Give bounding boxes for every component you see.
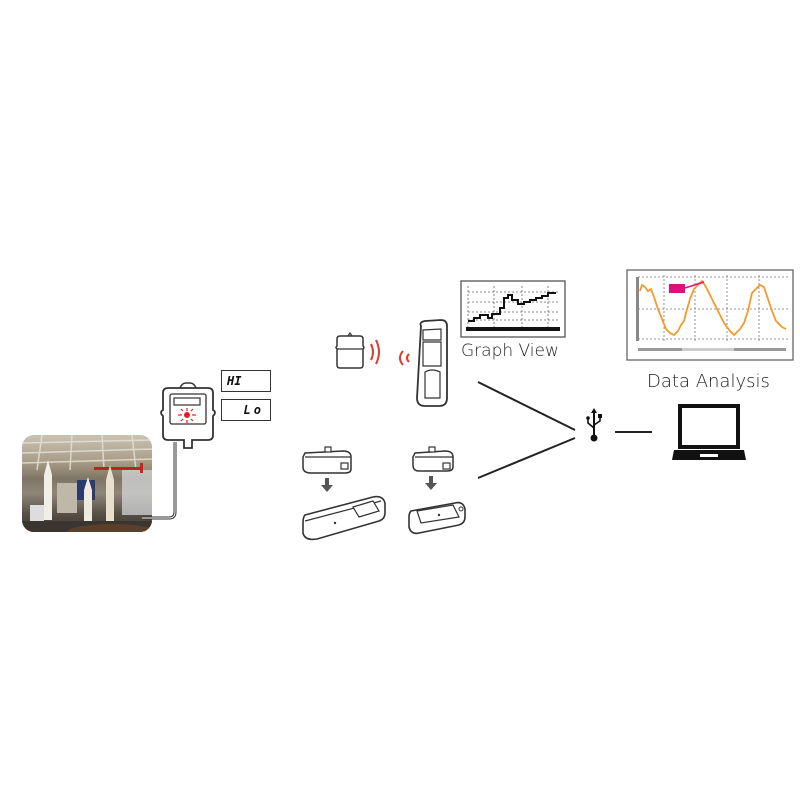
wireless-signal-icon: [399, 350, 404, 366]
graph-view-label: Graph View: [461, 341, 559, 361]
sensor-cable: [142, 442, 177, 520]
data-logger-device: [160, 382, 216, 449]
graph-view-chart: [460, 280, 566, 338]
arrow-down-icon: [321, 485, 333, 492]
connection-lines: [477, 381, 576, 479]
data-collector-device: [302, 446, 386, 541]
usb-connection-line: [615, 431, 652, 433]
museum-photo: [22, 435, 152, 532]
arrow-down-icon: [425, 483, 437, 490]
marker-annotation: [669, 284, 685, 293]
laptop-icon: [672, 404, 746, 460]
handheld-reader-device: [399, 319, 448, 407]
wireless-logger-device: [335, 332, 380, 369]
docking-station-device: [408, 446, 466, 535]
wireless-signal-icon: [370, 343, 374, 361]
data-analysis-label: Data Analysis: [647, 371, 770, 392]
data-analysis-chart: [626, 269, 794, 361]
lcd-high-reading: HI: [221, 370, 271, 392]
alarm-flash-icon: [178, 408, 196, 423]
lcd-low-reading: Lo: [221, 399, 271, 421]
usb-icon: [586, 408, 602, 442]
